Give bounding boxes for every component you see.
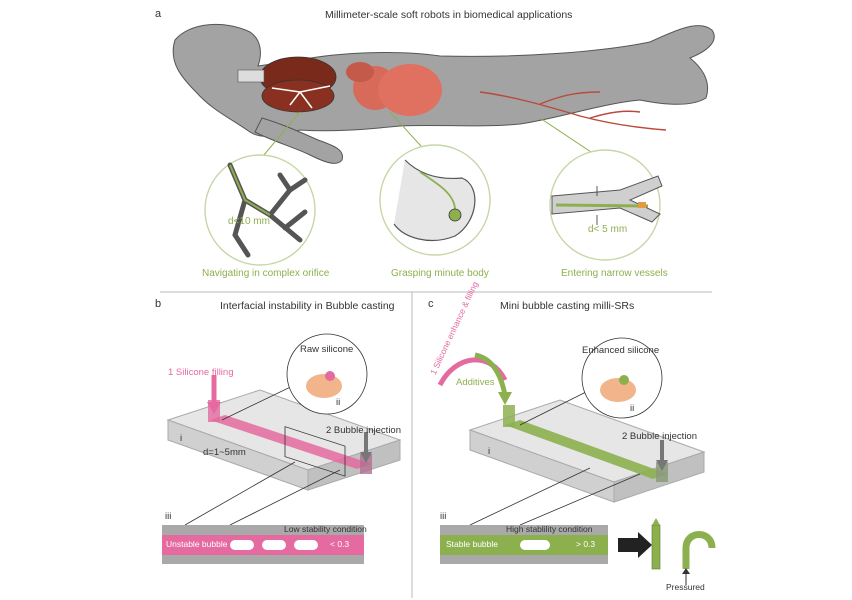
panel-c-letter: c xyxy=(428,298,434,310)
panel-b-diameter: d=1~5mm xyxy=(203,447,246,458)
panel-b-title: Interfacial instability in Bubble castin… xyxy=(220,300,395,312)
panel-c-inset-label: Enhanced silicone xyxy=(582,345,660,356)
panel-b-condition: Low stability condition xyxy=(284,524,367,534)
channel-green xyxy=(503,405,668,482)
inset-vessels xyxy=(549,149,663,261)
inset-grasping xyxy=(379,144,491,256)
panel-b-step1: 1 Silicone filling xyxy=(168,367,234,378)
panel-a-letter: a xyxy=(155,8,162,20)
panel-b-bubble-label: Unstable bubble xyxy=(166,539,228,549)
panel-b-letter: b xyxy=(155,298,162,310)
inset-orifice xyxy=(204,154,316,266)
inset-1-caption: Navigating in complex orifice xyxy=(202,268,330,279)
panel-c-bubble-label: Stable bubble xyxy=(446,539,498,549)
panel-c-view-numeral: i xyxy=(488,446,491,457)
inset-2-caption: Grasping minute body xyxy=(391,268,489,279)
panel-c-formula-tail: > 0.3 xyxy=(576,539,596,549)
panel-c-title: Mini bubble casting milli-SRs xyxy=(500,300,635,312)
leg-vessels xyxy=(479,91,667,131)
panel-c-additives: Additives xyxy=(456,377,495,388)
panel-b-strip-numeral: iii xyxy=(165,511,172,522)
panel-c-inset-numeral: ii xyxy=(630,403,635,414)
panel-c-pressured: Pressured xyxy=(666,582,705,592)
inset-3-measure: d< 5 mm xyxy=(588,224,628,235)
inset-1-measure: d<10 mm xyxy=(228,216,270,227)
panel-b-inset-label: Raw silicone xyxy=(300,344,354,355)
panel-b-formula-tail: < 0.3 xyxy=(330,539,350,549)
panel-b-inset-numeral: ii xyxy=(336,397,341,408)
panel-b-step2: 2 Bubble injection xyxy=(326,425,401,436)
panel-c-strip-numeral: iii xyxy=(440,511,447,522)
panel-c-condition: High stablility condition xyxy=(506,524,593,534)
panel-a-title: Millimeter-scale soft robots in biomedic… xyxy=(325,9,573,21)
panel-b-view-numeral: i xyxy=(180,433,183,444)
organs xyxy=(237,56,442,116)
panel-c-step2: 2 Bubble injection xyxy=(622,431,697,442)
inset-3-caption: Entering narrow vessels xyxy=(561,268,668,279)
